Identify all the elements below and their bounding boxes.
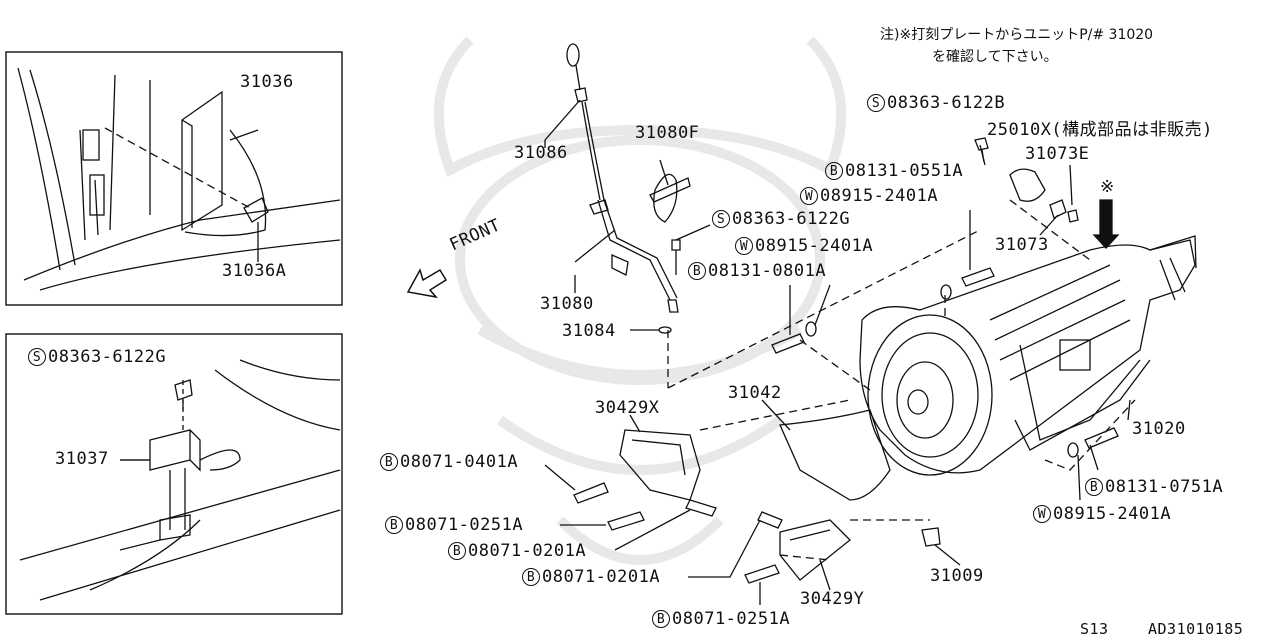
b-circle-icon: B xyxy=(652,610,670,628)
watermark-logo xyxy=(433,36,847,565)
w-circle-icon: W xyxy=(735,237,753,255)
footer-section: S13 xyxy=(1080,620,1109,638)
label-31080F[interactable]: 31080F xyxy=(635,123,700,143)
inset-top-drawing xyxy=(17,67,341,291)
label-31020[interactable]: 31020 xyxy=(1132,419,1186,439)
b-circle-icon: B xyxy=(825,162,843,180)
guide-lines xyxy=(667,199,1136,561)
transmission-drawing xyxy=(859,137,1197,476)
inset-frame-top xyxy=(5,51,343,306)
w-circle-icon: W xyxy=(1033,505,1051,523)
b-circle-icon: B xyxy=(380,453,398,471)
label-31086[interactable]: 31086 xyxy=(514,143,568,163)
b-circle-icon: B xyxy=(1085,478,1103,496)
label-31084[interactable]: 31084 xyxy=(562,321,616,341)
s-circle-icon: S xyxy=(712,210,730,228)
footer-code: AD31010185 xyxy=(1148,620,1244,638)
inset-frame-bottom xyxy=(5,333,343,615)
front-arrow-icon xyxy=(406,268,448,299)
label-31080[interactable]: 31080 xyxy=(540,294,594,314)
label-31036A[interactable]: 31036A xyxy=(222,261,287,281)
label-31042[interactable]: 31042 xyxy=(728,383,782,403)
s-circle-icon: S xyxy=(867,94,885,112)
label-31009[interactable]: 31009 xyxy=(930,566,984,586)
b-circle-icon: B xyxy=(688,262,706,280)
label-31036[interactable]: 31036 xyxy=(240,72,294,92)
marker-arrow-icon xyxy=(1092,199,1120,249)
label-31037[interactable]: 31037 xyxy=(55,449,109,469)
s-circle-icon: S xyxy=(28,348,46,366)
b-circle-icon: B xyxy=(385,516,403,534)
label-31073[interactable]: 31073 xyxy=(995,235,1049,255)
label-25010X[interactable]: 25010X(構成部品は非販売) xyxy=(987,120,1213,140)
label-30429Y[interactable]: 30429Y xyxy=(800,589,865,609)
fasteners-drawing xyxy=(573,267,1119,584)
marker-note: ※ xyxy=(1100,177,1115,197)
dipstick-drawing xyxy=(544,43,711,334)
b-circle-icon: B xyxy=(448,542,466,560)
label-31073E[interactable]: 31073E xyxy=(1025,144,1090,164)
leader-lines xyxy=(120,140,1131,605)
note-line-1: 注)※打刻プレートからユニットP/# 31020 xyxy=(880,27,1154,43)
w-circle-icon: W xyxy=(800,187,818,205)
note-line-2: を確認して下さい。 xyxy=(932,49,1058,65)
b-circle-icon: B xyxy=(522,568,540,586)
inset-bottom-drawing xyxy=(19,359,341,601)
label-30429X[interactable]: 30429X xyxy=(595,398,660,418)
